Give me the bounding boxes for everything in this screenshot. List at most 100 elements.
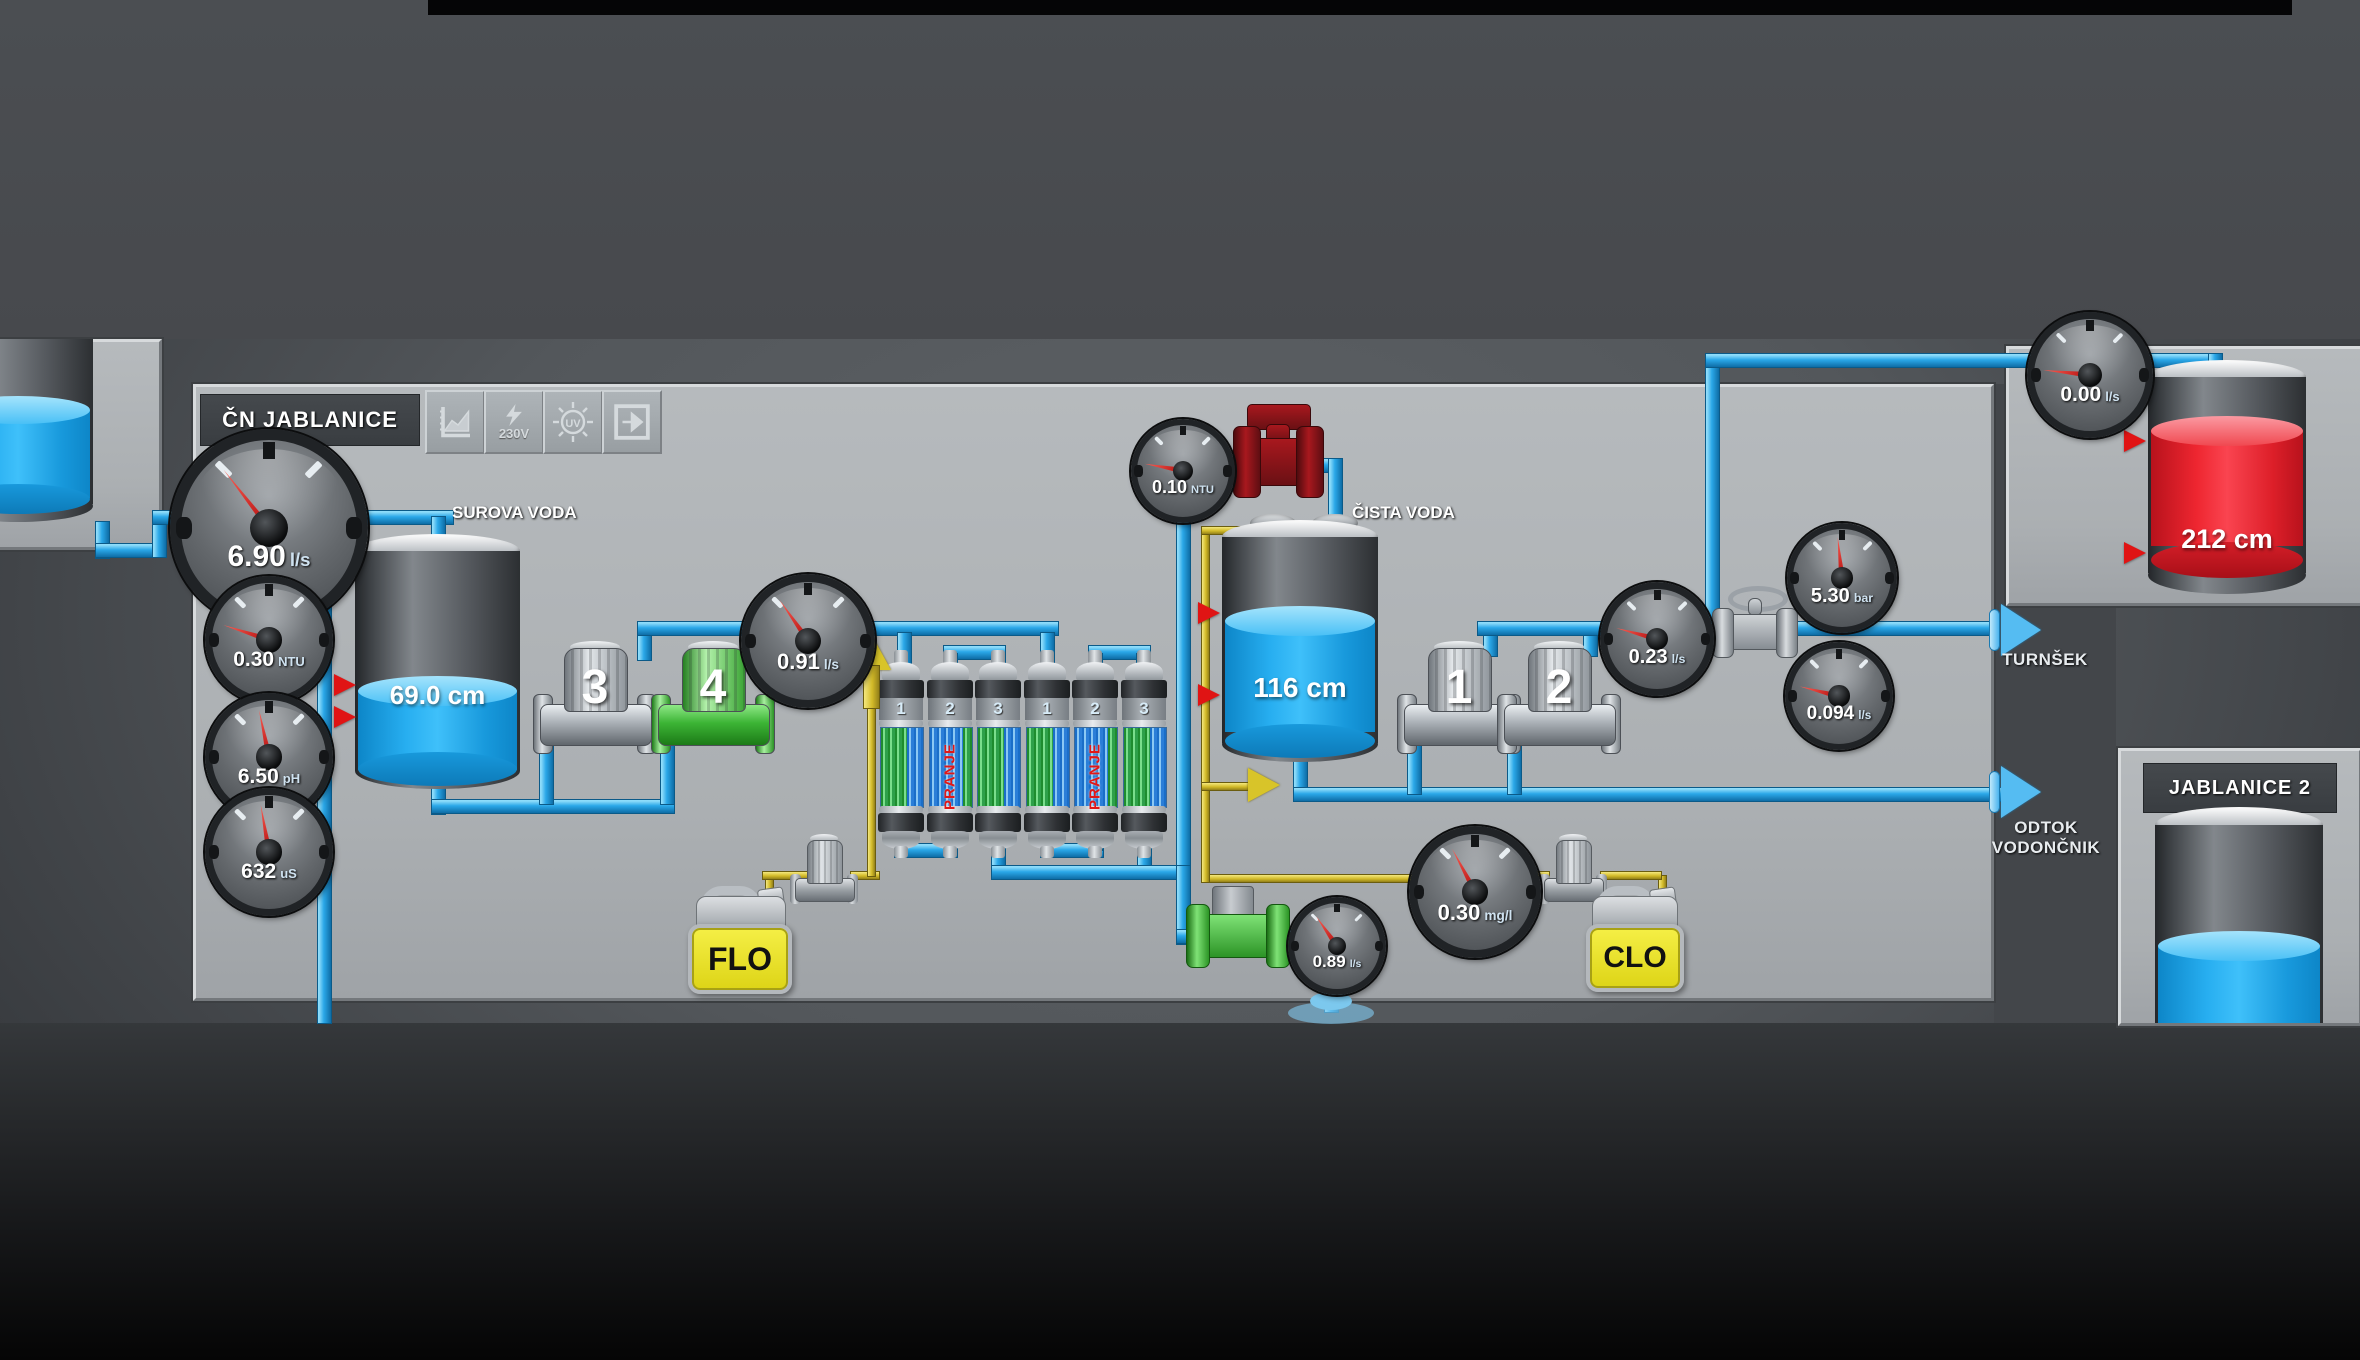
gauge-unit-text: mg/l	[1484, 908, 1513, 924]
valve-waste-open[interactable]	[1186, 886, 1290, 968]
arrow-head	[2001, 604, 2041, 656]
pump-1[interactable]: 1	[1397, 641, 1521, 754]
chemical-pipe	[1601, 872, 1661, 879]
filter-ring	[1122, 806, 1166, 813]
gauge-unit-text: NTU	[278, 653, 305, 669]
power-230v-button[interactable]: 230V	[484, 390, 544, 454]
gauge-tick	[214, 460, 234, 480]
filter-module-6[interactable]: 3	[1121, 650, 1167, 860]
gauge-tick	[208, 633, 219, 647]
filter-ring	[976, 720, 1020, 727]
water-pipe	[1706, 354, 2040, 367]
filter-status-label	[1121, 734, 1167, 820]
filter-ring	[1073, 806, 1117, 813]
gauge-tick	[208, 845, 219, 859]
cista-tank-fill-bottom	[1225, 724, 1375, 758]
filter-nipple	[1088, 846, 1102, 858]
water-pipe	[1706, 360, 1719, 635]
filter-module-1[interactable]: 1	[878, 650, 924, 860]
uv-lamp-button[interactable]: UV	[543, 390, 603, 454]
pump-4-number: 4	[699, 661, 727, 714]
gauge-tick	[1858, 659, 1869, 670]
filter-ring	[1073, 720, 1117, 727]
gauge-tick	[2055, 332, 2068, 344]
filter-band	[878, 680, 924, 699]
filter-number: 2	[1073, 698, 1117, 720]
filter-module-4[interactable]: 1	[1024, 650, 1070, 860]
filter-band	[1024, 680, 1070, 699]
cista-voda-label: ČISTA VODA	[1352, 503, 1455, 522]
pump-3[interactable]: 3	[533, 641, 657, 754]
arrow-bar	[1990, 772, 1999, 812]
trend-chart-button[interactable]	[425, 390, 485, 454]
gauge-tick	[1626, 600, 1637, 612]
filter-band	[1121, 813, 1167, 832]
surova-high-level-marker-icon	[334, 674, 356, 696]
gauge-tick	[319, 845, 330, 859]
gauge-tick	[1201, 435, 1212, 446]
clo-label: CLO	[1586, 924, 1684, 992]
exit-page-button[interactable]	[602, 390, 662, 454]
water-pipe	[540, 746, 553, 804]
reservoir-tank-fill-top	[2151, 416, 2303, 446]
jablanice2-tank-fill-top	[2158, 931, 2320, 961]
filter-ring	[1025, 806, 1069, 813]
gauge-hub	[1462, 879, 1488, 905]
valve-distribution[interactable]	[1712, 586, 1798, 662]
gauge-tick	[319, 750, 330, 764]
gauge-tick	[1653, 590, 1661, 600]
flo-label: FLO	[688, 924, 792, 994]
jablanice2-title: JABLANICE 2	[2143, 763, 2337, 813]
waste-splash-drop	[1310, 992, 1352, 1010]
flo-dosing-pump[interactable]	[790, 834, 858, 904]
surova-tank-fill-bottom	[358, 752, 517, 786]
gauge-value-text: 6.50	[237, 764, 279, 788]
filter-number: 3	[976, 698, 1020, 720]
background-top-band	[0, 0, 2360, 339]
pump-4[interactable]: 4	[651, 641, 775, 754]
filter-status-label: PRANJE	[941, 743, 959, 811]
filter-bottom-dome	[979, 831, 1017, 849]
filter-band	[927, 680, 973, 699]
gauge-tick	[1835, 648, 1843, 659]
filter-nipple	[1137, 846, 1151, 858]
chemical-pipe	[851, 872, 879, 879]
filter-status-label	[878, 734, 924, 820]
valve-filtrate-closed[interactable]	[1233, 400, 1325, 500]
pump-cap	[1559, 834, 1587, 843]
gauge-value-text: 0.00	[2060, 382, 2102, 406]
filter-band	[878, 813, 924, 832]
gauge-tick	[304, 460, 324, 480]
filter-module-3[interactable]: 3	[975, 650, 1021, 860]
filter-band	[1121, 680, 1167, 699]
filter-bottom-dome	[1076, 831, 1114, 849]
odtok-label-line2: VODONČNIK	[1991, 838, 2101, 857]
filter-module-2[interactable]: 2 PRANJE	[927, 650, 973, 860]
valve-flange	[1266, 904, 1290, 968]
reservoir-high-level-marker-icon	[2124, 430, 2146, 452]
trend-chart-icon	[440, 407, 470, 438]
valve-flange	[1776, 608, 1798, 658]
valve-flange	[1233, 426, 1261, 498]
pump-2[interactable]: 2	[1497, 641, 1621, 754]
gauge-tick	[1310, 913, 1320, 923]
filter-nipple	[1040, 846, 1054, 858]
filter-module-5[interactable]: 2 PRANJE	[1072, 650, 1118, 860]
power-230v-label: 230V	[498, 425, 530, 441]
gauge-tick	[265, 701, 273, 713]
chemical-pipe	[1202, 783, 1250, 790]
surova-voda-label: SUROVA VODA	[452, 503, 577, 522]
gauge-hub	[2077, 362, 2103, 388]
gauge-tick	[319, 633, 330, 647]
valve-body	[1728, 614, 1782, 650]
clo-dosing-pump[interactable]	[1539, 834, 1607, 904]
gauge-hub	[795, 628, 821, 654]
